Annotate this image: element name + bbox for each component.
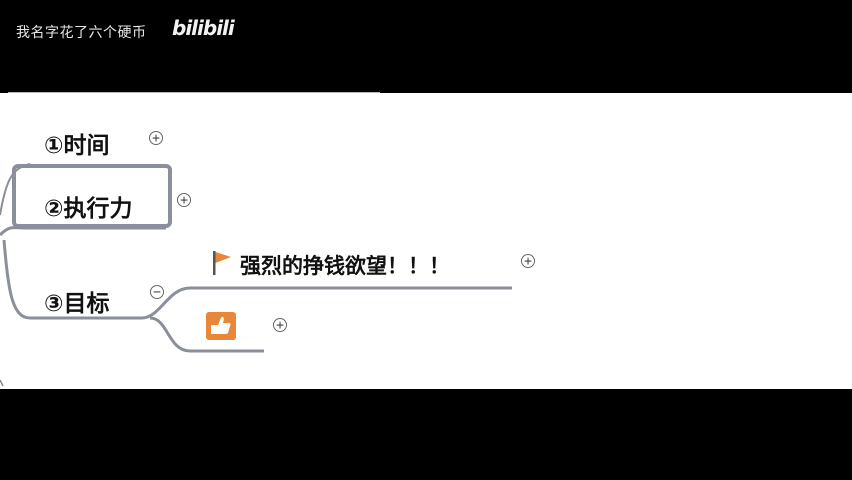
topic-execution[interactable]: ②执行力	[44, 196, 133, 222]
selected-topic-frame	[12, 164, 172, 228]
expand-thumb-toggle[interactable]: +	[273, 318, 287, 332]
mindmap-canvas[interactable]	[0, 93, 852, 389]
topic-time[interactable]: ①时间	[44, 133, 110, 159]
edge-mark	[0, 379, 4, 387]
branch-goal-to-thumb	[149, 316, 264, 353]
uploader-watermark: 我名字花了六个硬币	[16, 25, 147, 41]
expand-time-toggle[interactable]: +	[149, 131, 163, 145]
collapse-goal-toggle[interactable]: −	[150, 285, 164, 299]
expand-desire-toggle[interactable]: +	[521, 254, 535, 268]
branch-goal-to-desire	[141, 286, 512, 320]
flag-icon	[213, 251, 231, 275]
top-letterbox: 我名字花了六个硬币 bilibili	[0, 0, 852, 92]
expand-execution-toggle[interactable]: +	[177, 193, 191, 207]
branch-to-exec	[0, 226, 25, 237]
branch-to-goal	[2, 239, 142, 320]
bilibili-logo: bilibili	[172, 16, 235, 40]
thumbs-up-icon[interactable]	[206, 312, 236, 340]
subtopic-money-desire[interactable]: 强烈的挣钱欲望！！！	[240, 254, 450, 278]
bottom-letterbox	[0, 389, 852, 480]
topic-goal[interactable]: ③目标	[44, 291, 110, 317]
divider-line	[8, 92, 380, 93]
